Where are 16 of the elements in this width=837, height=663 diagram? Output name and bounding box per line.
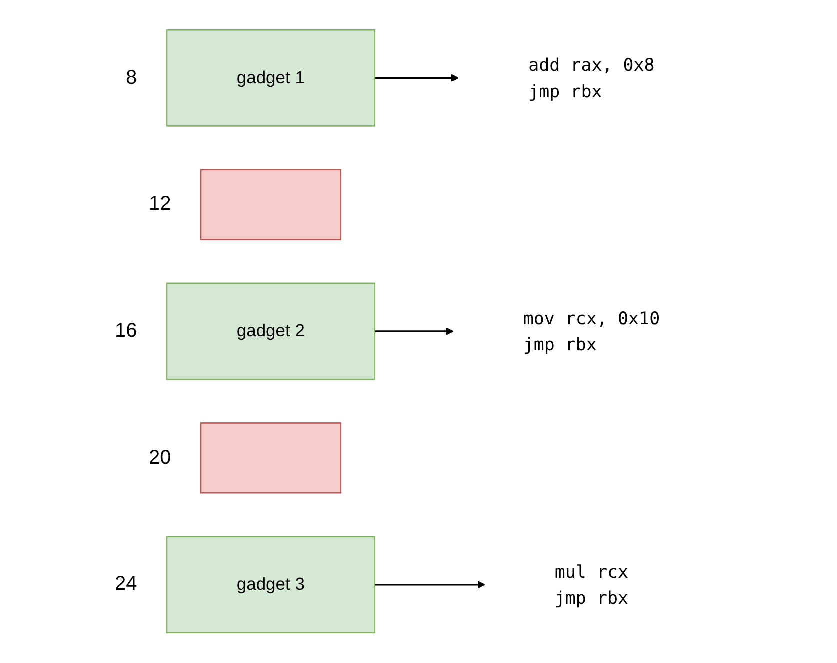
offset-label: 16 xyxy=(115,320,138,343)
arrow xyxy=(374,581,486,589)
node-text: add rax, 0x8 jmp rbx xyxy=(528,54,655,102)
arrow xyxy=(374,74,460,82)
offset-label: 20 xyxy=(149,446,172,470)
node-text: mul rcx jmp rbx xyxy=(554,561,629,608)
node-box: gadget 2 xyxy=(166,282,376,380)
node-box: gadget 3 xyxy=(166,536,376,634)
offset-label: 8 xyxy=(126,66,138,90)
node-box xyxy=(200,422,342,494)
node-text: mov rcx, 0x10 jmp rbx xyxy=(523,308,660,356)
arrow xyxy=(374,328,454,336)
node-box: gadget 1 xyxy=(166,29,376,127)
node-box xyxy=(200,169,342,240)
offset-label: 24 xyxy=(115,573,138,596)
offset-label: 12 xyxy=(149,193,172,216)
